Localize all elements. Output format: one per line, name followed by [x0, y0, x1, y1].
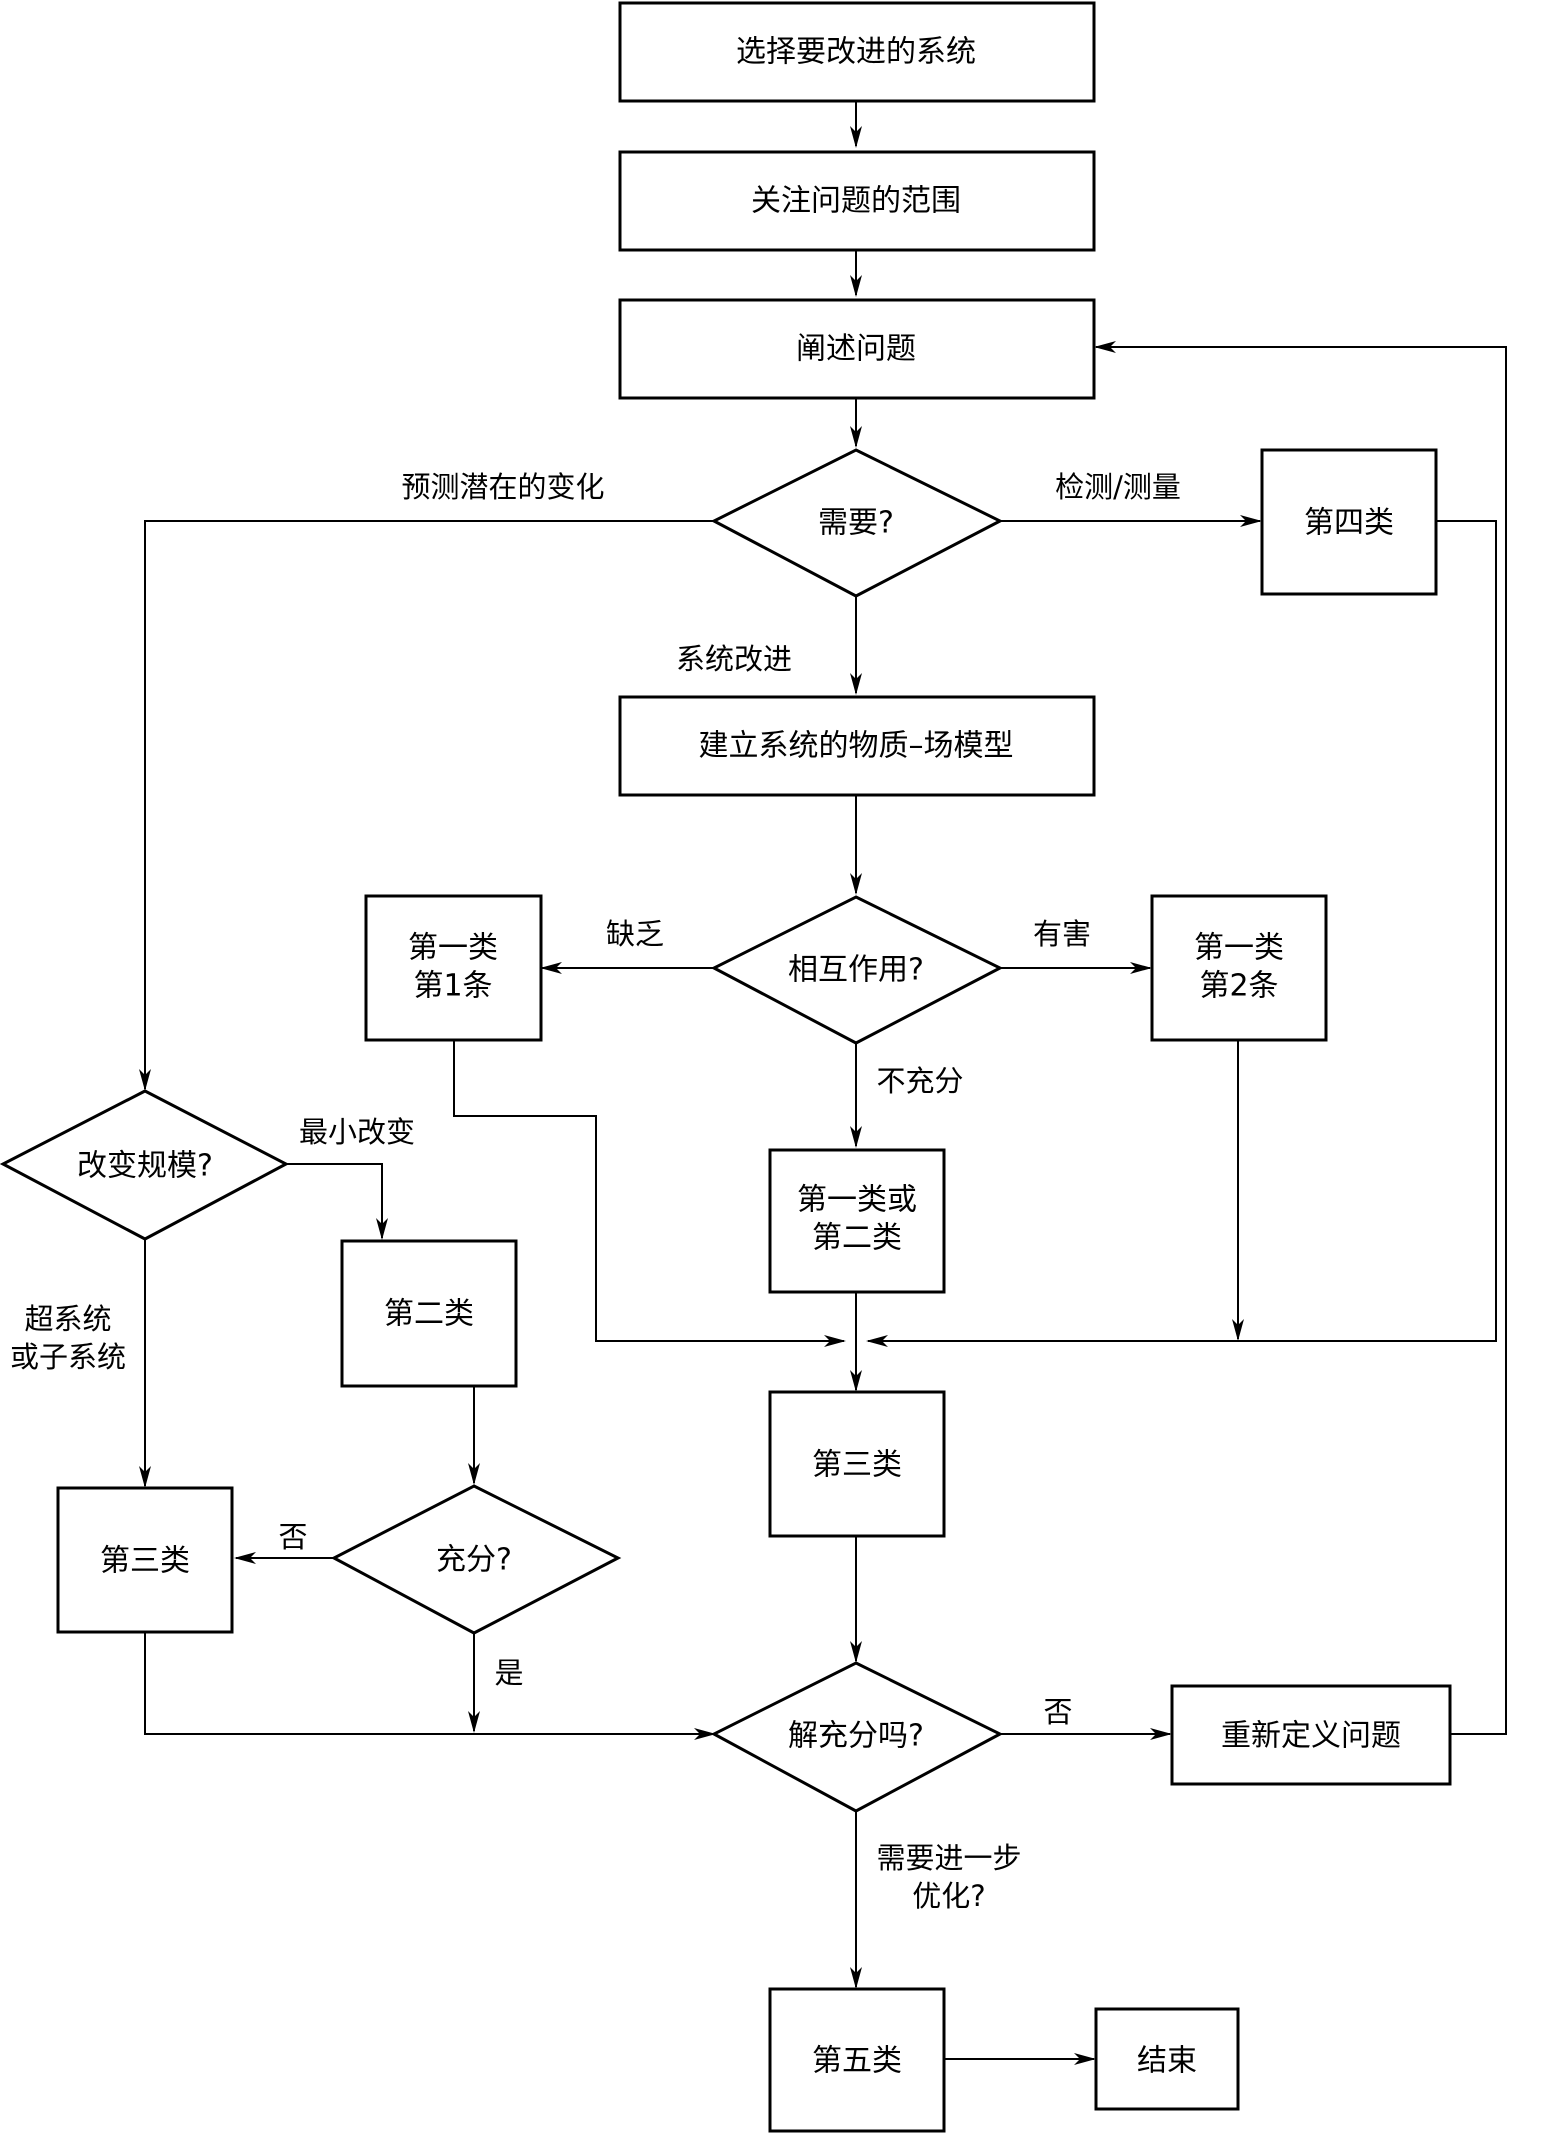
label-further-opt-line2: 优化? — [912, 1879, 985, 1913]
node-class4: 第四类 — [1260, 448, 1438, 596]
node-build-model-label: 建立系统的物质–场模型 — [699, 729, 1014, 764]
node-class5: 第五类 — [768, 1987, 946, 2133]
label-yes: 是 — [494, 1656, 523, 1690]
node-select-system-label: 选择要改进的系统 — [736, 35, 976, 70]
label-super-or-sub-line1: 超系统 — [24, 1302, 111, 1336]
label-harmful: 有害 — [1033, 917, 1091, 951]
node-class1-rule1-line2: 第1条 — [413, 969, 492, 1004]
label-predict-change: 预测潜在的变化 — [401, 470, 604, 504]
node-class3-center: 第三类 — [768, 1390, 946, 1538]
node-class3-left: 第三类 — [56, 1486, 234, 1634]
label-super-or-sub-line2: 或子系统 — [10, 1340, 126, 1374]
edge-class3-to-solution — [144, 1632, 716, 1740]
node-class1-rule2-line2: 第2条 — [1199, 969, 1278, 1004]
node-redefine-label: 重新定义问题 — [1221, 1719, 1401, 1754]
node-interaction-label: 相互作用? — [788, 953, 924, 988]
label-insufficient: 不充分 — [876, 1064, 963, 1098]
node-class1-rule2-line1: 第一类 — [1194, 931, 1284, 966]
node-class1-or-2: 第一类或 第二类 — [768, 1148, 946, 1294]
node-sufficient-label: 充分? — [436, 1543, 512, 1578]
label-detect-measure: 检测/测量 — [1055, 470, 1181, 504]
node-interaction-decision: 相互作用? — [710, 895, 1004, 1045]
node-class4-label: 第四类 — [1304, 506, 1394, 541]
node-class1-or-2-line2: 第二类 — [812, 1221, 902, 1256]
node-state-problem-label: 阐述问题 — [796, 332, 916, 367]
node-change-scale-label: 改变规模? — [77, 1149, 213, 1184]
node-class2-label: 第二类 — [384, 1297, 474, 1332]
label-lacking: 缺乏 — [606, 917, 664, 951]
node-state-problem: 阐述问题 — [618, 298, 1096, 400]
edge-redefine-to-state — [1094, 341, 1507, 1735]
edge-labels: 预测潜在的变化 检测/测量 系统改进 缺乏 有害 不充分 最小改变 超系统 或子… — [10, 470, 1181, 1913]
node-class3-center-label: 第三类 — [812, 1448, 902, 1483]
node-need-label: 需要? — [818, 506, 894, 541]
node-class1-rule2: 第一类 第2条 — [1150, 894, 1328, 1042]
node-end-label: 结束 — [1137, 2044, 1197, 2079]
node-select-system: 选择要改进的系统 — [618, 1, 1096, 103]
node-class1-or-2-line1: 第一类或 — [797, 1183, 917, 1218]
node-class5-label: 第五类 — [812, 2044, 902, 2079]
node-change-scale-decision: 改变规模? — [0, 1089, 290, 1241]
label-min-change: 最小改变 — [299, 1115, 415, 1149]
label-further-opt-line1: 需要进一步 — [876, 1841, 1021, 1875]
node-solution-decision: 解充分吗? — [710, 1661, 1004, 1813]
node-class2: 第二类 — [340, 1239, 518, 1388]
label-no-right: 否 — [1043, 1695, 1072, 1729]
node-build-model: 建立系统的物质–场模型 — [618, 695, 1096, 797]
node-redefine: 重新定义问题 — [1170, 1684, 1452, 1786]
node-class1-rule1-line1: 第一类 — [408, 931, 498, 966]
label-no-left: 否 — [278, 1520, 307, 1554]
node-solution-label: 解充分吗? — [788, 1719, 924, 1754]
node-end: 结束 — [1094, 2007, 1240, 2111]
edge-need-to-scale — [139, 520, 714, 1091]
label-system-improve: 系统改进 — [676, 642, 792, 676]
node-need-decision: 需要? — [710, 448, 1004, 598]
node-class1-rule1: 第一类 第1条 — [364, 894, 543, 1042]
node-focus-scope: 关注问题的范围 — [618, 150, 1096, 252]
node-class3-left-label: 第三类 — [100, 1544, 190, 1579]
edge-class4-to-merge — [866, 520, 1497, 1347]
connectors — [139, 101, 1507, 2065]
node-focus-scope-label: 关注问题的范围 — [751, 184, 961, 219]
node-sufficient-decision: 充分? — [330, 1484, 622, 1635]
edge-scale-to-class2 — [286, 1163, 388, 1240]
edge-class1r1-to-merge — [453, 1040, 846, 1347]
